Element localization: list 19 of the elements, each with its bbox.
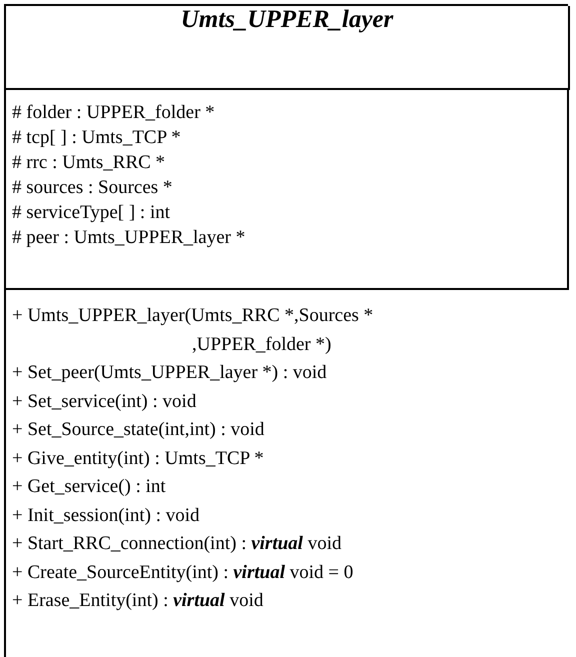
operation-text: + Set_service(int) : void bbox=[12, 390, 196, 414]
class-box bbox=[4, 4, 568, 657]
operation-text: + Erase_Entity(int) : virtual void bbox=[12, 589, 264, 613]
operation-text: + Give_entity(int) : Umts_TCP * bbox=[12, 446, 264, 470]
operation-text: + Umts_UPPER_layer(Umts_RRC *,Sources * ,UPPER_folder *) bbox=[12, 304, 374, 356]
attribute-text: # tcp[ ] : Umts_TCP * bbox=[12, 126, 181, 150]
class-name: Umts_UPPER_layer bbox=[180, 6, 394, 34]
operation-text: + Set_Source_state(int,int) : void bbox=[12, 418, 264, 442]
operation-text: + Set_peer(Umts_UPPER_layer *) : void bbox=[12, 361, 327, 385]
operation-text: + Start_RRC_connection(int) : virtual void bbox=[12, 532, 342, 556]
operation-text: + Get_service() : int bbox=[12, 475, 166, 499]
operation-text: + Init_session(int) : void bbox=[12, 504, 200, 528]
attributes-compartment bbox=[6, 90, 569, 290]
attribute-text: # peer : Umts_UPPER_layer * bbox=[12, 226, 246, 250]
attribute-text: # sources : Sources * bbox=[12, 176, 172, 200]
attribute-text: # folder : UPPER_folder * bbox=[12, 101, 215, 125]
attribute-text: # rrc : Umts_RRC * bbox=[12, 151, 166, 175]
attribute-text: # serviceType[ ] : int bbox=[12, 201, 170, 225]
operation-text: + Create_SourceEntity(int) : virtual void = 0 bbox=[12, 560, 354, 584]
